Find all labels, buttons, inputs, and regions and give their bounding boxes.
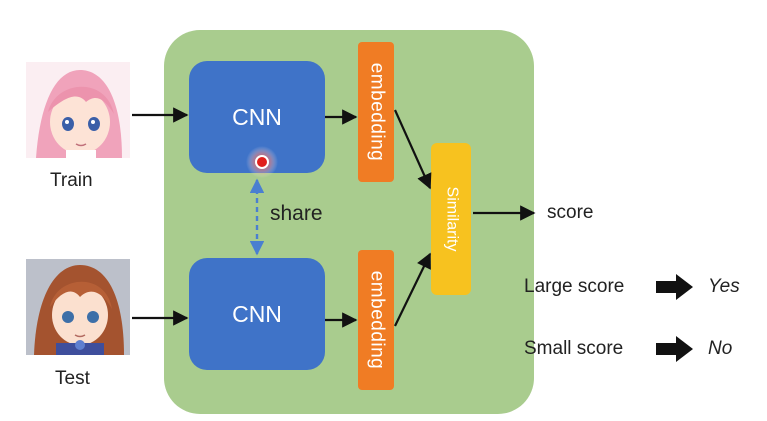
share-label: share [270,202,323,225]
similarity-label: Similarity [443,186,461,252]
embedding-bottom-block: embedding [358,250,394,390]
large-score-result: Yes [708,276,740,297]
train-label: Train [50,170,93,191]
test-image [26,259,130,355]
small-score-arrow-icon [656,336,693,362]
test-label: Test [55,368,90,389]
score-label: score [547,202,594,223]
test-portrait-icon [26,259,130,355]
embedding-top-label: embedding [366,62,387,162]
cnn-bottom-block: CNN [189,258,325,370]
large-score-arrow-icon [656,274,693,300]
embedding-top-block: embedding [358,42,394,182]
large-score-label: Large score [524,276,625,297]
cnn-bottom-label: CNN [232,300,282,327]
small-score-label: Small score [524,338,624,359]
train-portrait-icon [26,62,130,158]
train-image [26,62,130,158]
embedding-bottom-label: embedding [366,270,387,370]
cnn-top-label: CNN [232,103,282,130]
small-score-result: No [708,338,733,359]
cnn-top-block: CNN [189,61,325,173]
similarity-block: Similarity [431,143,471,295]
